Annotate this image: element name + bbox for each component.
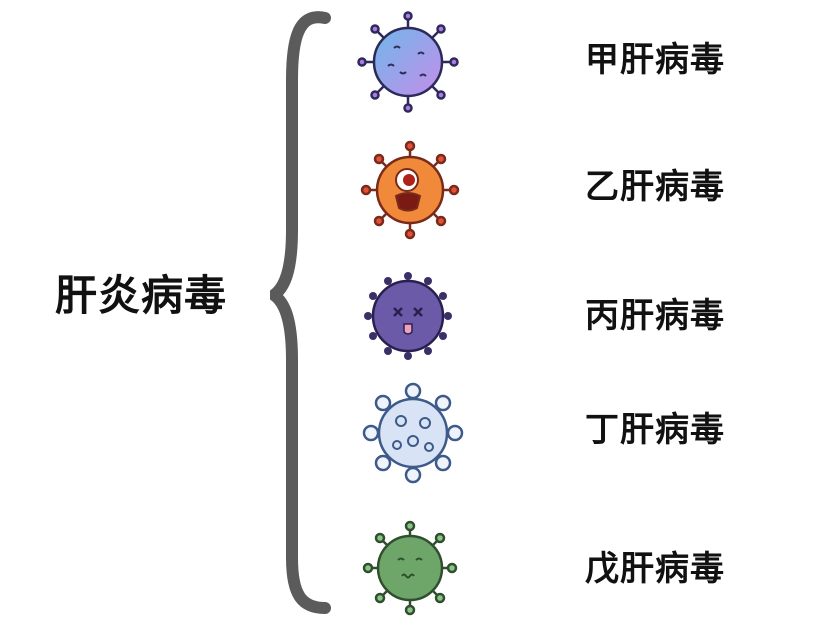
virus-icon	[357, 11, 459, 113]
item-label: 甲肝病毒	[585, 40, 725, 80]
root-label: 肝炎病毒	[55, 271, 228, 320]
virus-icon	[360, 140, 460, 240]
virus-icon	[364, 272, 452, 360]
item-label: 乙肝病毒	[585, 167, 725, 207]
virus-icon	[362, 382, 464, 484]
item-label: 丙肝病毒	[585, 296, 725, 336]
item-label: 丁肝病毒	[585, 410, 725, 450]
virus-icon	[362, 520, 458, 616]
item-label: 戊肝病毒	[585, 549, 725, 589]
brace	[270, 11, 331, 614]
